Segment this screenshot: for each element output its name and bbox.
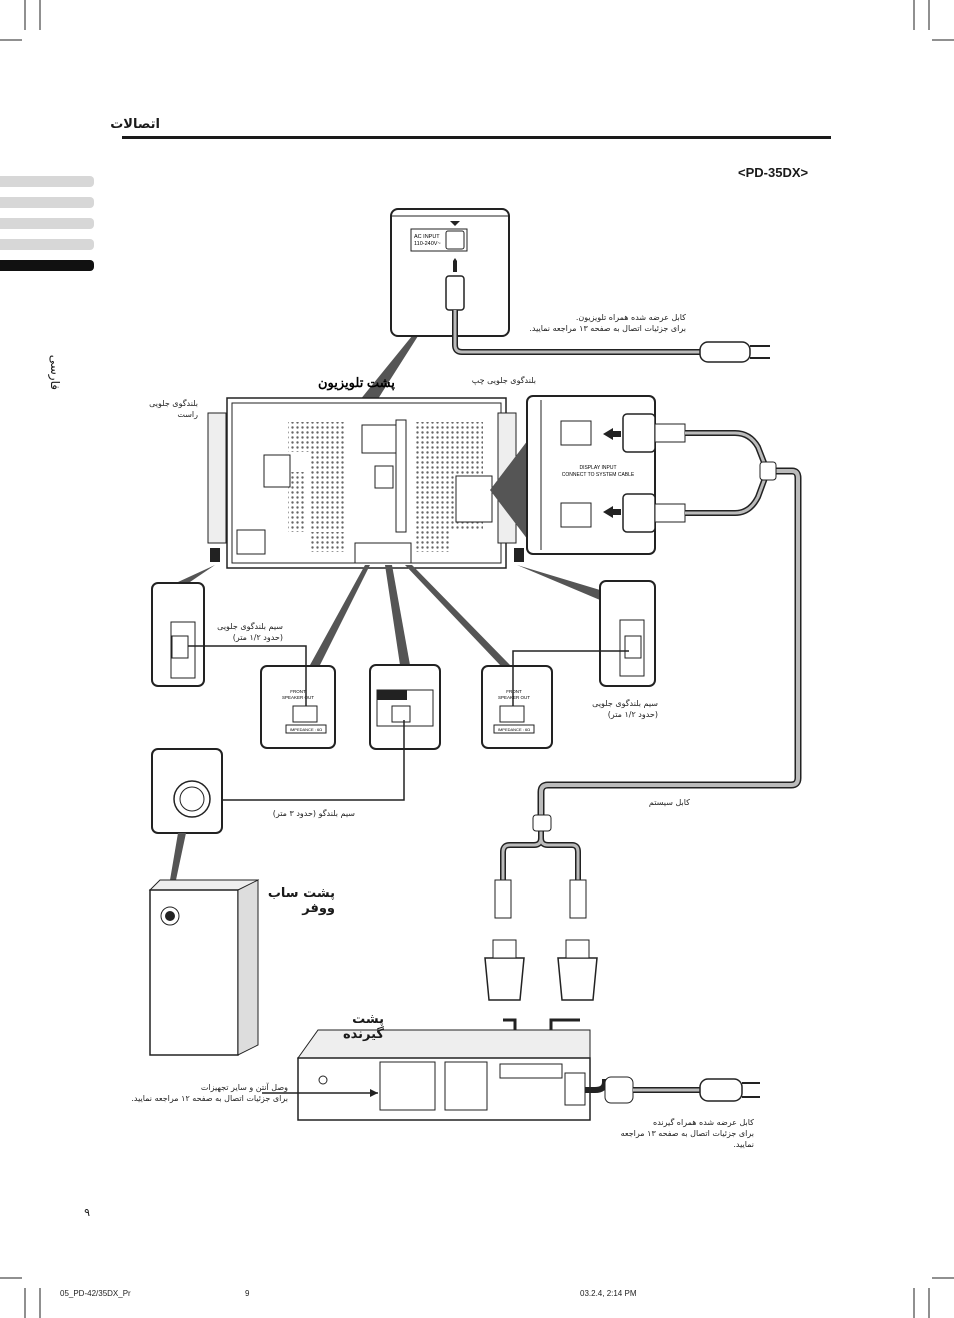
- sub-speaker-wire-label: سیم بلندگو (حدود ۳ متر): [272, 809, 355, 818]
- front-right-speaker-line2: راست: [177, 410, 198, 419]
- language-tab[interactable]: [0, 197, 94, 208]
- impedance-label: IMPEDANCE : 6Ω: [290, 727, 322, 732]
- antenna-note: وصل آنتن و سایر تجهیزات برای جزئیات اتصا…: [110, 1082, 288, 1104]
- ac-input-label: AC INPUT: [414, 234, 440, 240]
- tv-back-label: پشت تلویزیون: [318, 375, 395, 391]
- system-connector: [484, 957, 525, 1001]
- cable-junction: [759, 461, 777, 481]
- footer-file: 05_PD-42/35DX_Pr: [60, 1289, 131, 1298]
- receiver-power-note-line2: برای جزئیات اتصال به صفحه ۱۳ مراجعه: [620, 1129, 754, 1138]
- front-speaker-out-sub-label: SPEAKER OUT: [282, 695, 314, 700]
- page-number: ۹: [84, 1206, 90, 1219]
- front-right-speaker-label: بلندگوی جلویی راست: [140, 398, 198, 420]
- system-connector: [557, 957, 598, 1001]
- language-tab[interactable]: [0, 239, 94, 250]
- front-left-speaker-label: بلندگوی جلویی چپ: [471, 376, 536, 385]
- display-input-sub-label: CONNECT TO SYSTEM CABLE: [562, 472, 635, 478]
- receiver-power-note: کابل عرضه شده همراه گیرنده برای جزئیات ا…: [602, 1117, 754, 1150]
- receiver-power-note-line3: نمایید.: [733, 1140, 754, 1149]
- footer-page: 9: [245, 1289, 250, 1298]
- front-speaker-out-label: FRONT: [506, 689, 522, 694]
- antenna-note-line2: برای جزئیات اتصال به صفحه ۱۲ مراجعه نمای…: [131, 1094, 288, 1103]
- front-speaker-wire-left-line1: سیم بلندگوی جلویی: [217, 622, 283, 631]
- model-label: <PD-35DX>: [738, 165, 809, 180]
- speaker-callouts: FRONT SPEAKER OUT IMPEDANCE : 6Ω FRONT S…: [151, 565, 656, 880]
- ac-voltage-label: 110-240V~: [414, 241, 441, 247]
- language-tab[interactable]: [0, 218, 94, 229]
- system-cable-label: کابل سیستم: [648, 798, 690, 807]
- front-speaker-wire-left-line2: (حدود ۱/۲ متر): [232, 633, 283, 642]
- subwoofer-back-label: پشت ساب ووفر: [267, 886, 335, 916]
- display-input-label: DISPLAY INPUT: [579, 465, 616, 471]
- front-speaker-out-label: FRONT: [290, 689, 306, 694]
- tv-power-cable-note-line1: کابل عرضه شده همراه تلویزیون.: [575, 313, 686, 322]
- antenna-note-line1: وصل آنتن و سایر تجهیزات: [200, 1083, 288, 1092]
- subwoofer-box: [148, 879, 260, 1056]
- cable-junction: [532, 814, 552, 832]
- section-title: اتصالات: [110, 117, 160, 132]
- tv-power-cable-note-line2: برای جزئیات اتصال به صفحه ۱۳ مراجعه نمای…: [529, 324, 686, 333]
- language-tab-active[interactable]: [0, 260, 94, 271]
- header-rule: [122, 136, 831, 139]
- front-speaker-wire-left-label: سیم بلندگوی جلویی (حدود ۱/۲ متر): [205, 621, 283, 643]
- ferrite-core: [494, 879, 512, 919]
- front-speaker-wire-right-label: سیم بلندگوی جلویی (حدود ۱/۲ متر): [580, 698, 658, 720]
- system-cable: [500, 430, 802, 880]
- impedance-label: IMPEDANCE : 6Ω: [498, 727, 530, 732]
- language-tab[interactable]: [0, 176, 94, 187]
- front-speaker-out-sub-label: SPEAKER OUT: [498, 695, 530, 700]
- ferrite-core: [569, 879, 587, 919]
- receiver-back: [262, 1029, 760, 1121]
- tv-back-panel: [207, 397, 524, 569]
- tv-power-cable-note: کابل عرضه شده همراه تلویزیون. برای جزئیا…: [500, 312, 686, 334]
- display-input-callout: DISPLAY INPUT CONNECT TO SYSTEM CABLE: [490, 395, 686, 555]
- front-speaker-wire-right-line2: (حدود ۱/۲ متر): [607, 710, 658, 719]
- footer-datetime: 03.2.4, 2:14 PM: [580, 1289, 637, 1298]
- front-right-speaker-line1: بلندگوی جلویی: [149, 399, 198, 408]
- receiver-back-label: پشت گیرنده: [342, 1012, 384, 1042]
- front-speaker-wire-right-line1: سیم بلندگوی جلویی: [592, 699, 658, 708]
- receiver-power-note-line1: کابل عرضه شده همراه گیرنده: [653, 1118, 754, 1127]
